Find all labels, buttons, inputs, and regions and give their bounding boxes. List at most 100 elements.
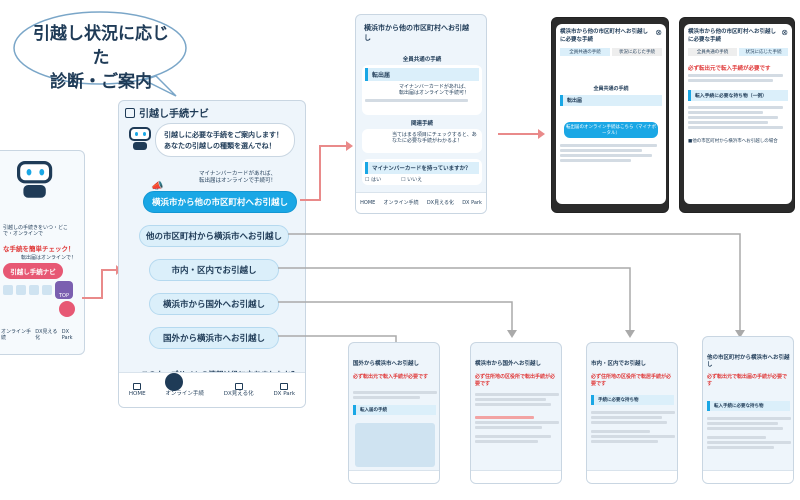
bottom-phone-other-to-yokohama: 他の市区町村から横浜市へお引越し 必ず転出元で転出届の手続が必要です 転入手続に… bbox=[702, 336, 794, 484]
icon-tile[interactable] bbox=[3, 285, 13, 295]
icon-tile[interactable] bbox=[42, 285, 52, 295]
park-icon bbox=[280, 382, 289, 390]
bottom-3-section: 手続に必要な持ち物 bbox=[591, 395, 674, 405]
left-nav-park[interactable]: DX Park bbox=[61, 329, 73, 342]
option-abroad-to-yokohama[interactable]: 国外から横浜市へお引越し bbox=[149, 327, 279, 349]
robot-mascot-icon bbox=[17, 161, 53, 198]
home-icon bbox=[133, 382, 142, 390]
nav-park[interactable]: DX Park bbox=[273, 382, 296, 397]
left-blurb: 引越しの手続きをいつ・どこで・オンラインで bbox=[3, 225, 68, 238]
title-bubble-text: 引越し状況に応じた 診断・ご案内 bbox=[26, 22, 176, 94]
icon-tile[interactable] bbox=[29, 285, 39, 295]
modal-1-common: 全員共通の手続 bbox=[593, 86, 629, 92]
bottom-4-section: 転入手続に必要な持ち物 bbox=[707, 401, 790, 411]
left-check-label: な手続を簡単チェック！ bbox=[3, 245, 75, 253]
left-phone-screen: 引越しの手続きをいつ・どこで・オンラインで な手続を簡単チェック！ 転出届はオン… bbox=[0, 150, 85, 355]
main-title: 引越し手続ナビ bbox=[139, 109, 209, 120]
top-nav-home[interactable]: HOME bbox=[360, 199, 376, 206]
left-nav-online[interactable]: オンライン手続 bbox=[1, 329, 32, 342]
modal-1-online-button[interactable]: 転出届のオンライン手続はこちら（マイナポータル） bbox=[564, 122, 658, 139]
main-phone-screen: 引越し手続ナビ 引越しに必要な手続をご案内します！ あなたの引越しの種類を選んで… bbox=[118, 100, 306, 408]
option-yokohama-to-abroad[interactable]: 横浜市から国外へお引越し bbox=[149, 293, 279, 315]
nav-home[interactable]: HOME bbox=[128, 382, 146, 397]
online-button-icon bbox=[165, 372, 184, 391]
left-nav-dx[interactable]: DX見える化 bbox=[35, 329, 58, 342]
bottom-1-section: 転入届の手続 bbox=[353, 405, 436, 415]
left-nav-bar: オンライン手続 DX見える化 DX Park bbox=[1, 329, 81, 342]
modal-2-card: 横浜市から他の市区町村へお引越しに必要な手続 ⊗ 全員共通の手続 状況に応じた手… bbox=[684, 24, 792, 204]
modal-2-section: 転入手続に必要な持ち物（一例） bbox=[688, 90, 788, 101]
option-other-to-yokohama[interactable]: 他の市区町村から横浜市へお引越し bbox=[139, 225, 289, 247]
bottom-1-nav bbox=[349, 470, 439, 483]
left-navi-button[interactable]: 引越し手続ナビ bbox=[3, 263, 63, 279]
top-phone-screen: 横浜市から他の市区町村へお引越し 全員共通の手続 転出届 マイナンバーカードがあ… bbox=[355, 14, 487, 214]
close-icon[interactable]: ⊗ bbox=[655, 28, 662, 37]
bottom-2-warning: 必ず住所地の区役所で転出手続が必要です bbox=[475, 374, 556, 387]
speech-line-1: 引越しに必要な手続をご案内します！ bbox=[164, 131, 283, 139]
top-nav-online[interactable]: オンライン手続 bbox=[383, 199, 419, 206]
nav-dx[interactable]: DX見える化 bbox=[224, 382, 254, 397]
bottom-phone-within-city: 市内・区内でお引越し 必ず住所地の区役所で転居手続が必要です 手続に必要な持ち物 bbox=[586, 342, 678, 484]
arrow-red-2 bbox=[300, 141, 353, 201]
bottom-3-warning: 必ず住所地の区役所で転居手続が必要です bbox=[591, 374, 672, 387]
bottom-2-nav bbox=[471, 470, 561, 483]
main-nav-bar: HOME オンライン手続 DX見える化 DX Park bbox=[119, 372, 305, 407]
megaphone-icon: 📣 bbox=[151, 181, 164, 192]
modal-2-tab-2[interactable]: 状況に応じた手続 bbox=[739, 48, 788, 56]
hint-text: マイナンバーカードがあれば、 転出届はオンラインで手続可！ bbox=[199, 171, 276, 185]
arrow-red-3 bbox=[498, 129, 545, 139]
modal-phone-1: 横浜市から他の市区町村へお引越しに必要な手続 ⊗ 全員共通の手続 状況に応じた手… bbox=[551, 17, 669, 213]
yes-option[interactable]: ☐ はい bbox=[365, 177, 382, 183]
hint-line-1: マイナンバーカードがあれば、 bbox=[199, 171, 276, 177]
nav-park-label: DX Park bbox=[273, 390, 296, 397]
modal-1-card: 横浜市から他の市区町村へお引越しに必要な手続 ⊗ 全員共通の手続 状況に応じた手… bbox=[556, 24, 666, 204]
close-icon[interactable]: ⊗ bbox=[781, 28, 788, 37]
top-nav-dx[interactable]: DX見える化 bbox=[426, 199, 454, 206]
top-phone-common: 全員共通の手続 bbox=[402, 57, 442, 63]
hint-line-2: 転出届はオンラインで手続可！ bbox=[199, 177, 277, 184]
top-phone-card-1: 転出届 マイナンバーカードがあれば、転出届はオンラインで手続可！ bbox=[362, 65, 482, 115]
title-bubble bbox=[13, 11, 187, 97]
top-section-1: 転出届 bbox=[365, 68, 479, 81]
left-pink-circle[interactable] bbox=[59, 301, 75, 317]
speech-line-2: あなたの引越しの種類を選んでね！ bbox=[164, 142, 276, 150]
left-top-badge[interactable]: TOP bbox=[55, 281, 73, 299]
modal-1-tab-2[interactable]: 状況に応じた手続 bbox=[612, 48, 662, 56]
bottom-phone-abroad-to-yokohama: 国外から横浜市へお引越し 必ず転出元で転入手続が必要です 転入届の手続 bbox=[348, 342, 440, 484]
bottom-1-title: 国外から横浜市へお引越し bbox=[353, 361, 420, 367]
speech-bubble: 引越しに必要な手続をご案内します！ あなたの引越しの種類を選んでね！ bbox=[155, 123, 295, 157]
main-title-bar: 引越し手続ナビ bbox=[125, 105, 209, 120]
bubble-line-1: 引越し状況に応じた bbox=[33, 24, 169, 68]
chart-icon bbox=[234, 382, 243, 390]
bottom-4-title: 他の市区町村から横浜市へお引越し bbox=[707, 355, 790, 368]
option-within-city[interactable]: 市内・区内でお引越し bbox=[149, 259, 279, 281]
modal-2-title: 横浜市から他の市区町村へお引越しに必要な手続 bbox=[688, 29, 777, 43]
top-phone-card-2: 当てはまる項目にチェックすると、あなたに必要な手続がわかるよ！ bbox=[362, 129, 482, 153]
bubble-line-2: 診断・ご案内 bbox=[50, 72, 152, 92]
icon-tile[interactable] bbox=[16, 285, 26, 295]
option-yokohama-to-other[interactable]: 横浜市から他の市区町村へお引越し bbox=[143, 191, 297, 213]
top-question: マイナンバーカードを持っていますか？ bbox=[365, 162, 479, 174]
top-phone-title: 横浜市から他の市区町村へお引越し bbox=[364, 24, 469, 42]
checkbox-icon bbox=[125, 107, 135, 118]
modal-2-tab-1[interactable]: 全員共通の手続 bbox=[688, 48, 737, 56]
bottom-4-warning: 必ず転出元で転出届の手続が必要です bbox=[707, 374, 788, 387]
top-robot-msg-2: 当てはまる項目にチェックすると、あなたに必要な手続がわかるよ！ bbox=[392, 132, 477, 145]
top-phone-question-card: マイナンバーカードを持っていますか？ ☐ はい ☐ いいえ bbox=[362, 159, 482, 185]
nav-home-label: HOME bbox=[128, 390, 146, 397]
no-option[interactable]: ☐ いいえ bbox=[401, 177, 423, 183]
top-phone-related: 関連手続 bbox=[410, 121, 433, 127]
top-nav-park[interactable]: DX Park bbox=[462, 199, 482, 206]
bottom-2-title: 横浜市から国外へお引越し bbox=[475, 361, 542, 367]
bottom-1-warning: 必ず転出元で転入手続が必要です bbox=[353, 374, 429, 380]
robot-icon bbox=[129, 127, 151, 150]
modal-2-bottom-note: ■他の市区町村から横浜市へお引越しの場合 bbox=[688, 139, 778, 144]
left-sub-label: 転出届はオンラインで！ bbox=[21, 255, 77, 261]
modal-2-warning: 必ず転出元で転入手続が必要です bbox=[688, 66, 771, 72]
modal-1-section: 転出届 bbox=[560, 95, 662, 107]
bottom-3-nav bbox=[587, 470, 677, 483]
nav-online[interactable]: オンライン手続 bbox=[165, 372, 204, 397]
top-robot-msg-1: マイナンバーカードがあれば、転出届はオンラインで手続可！ bbox=[399, 84, 470, 97]
modal-1-tab-1[interactable]: 全員共通の手続 bbox=[560, 48, 610, 56]
modal-phone-2: 横浜市から他の市区町村へお引越しに必要な手続 ⊗ 全員共通の手続 状況に応じた手… bbox=[679, 17, 795, 213]
